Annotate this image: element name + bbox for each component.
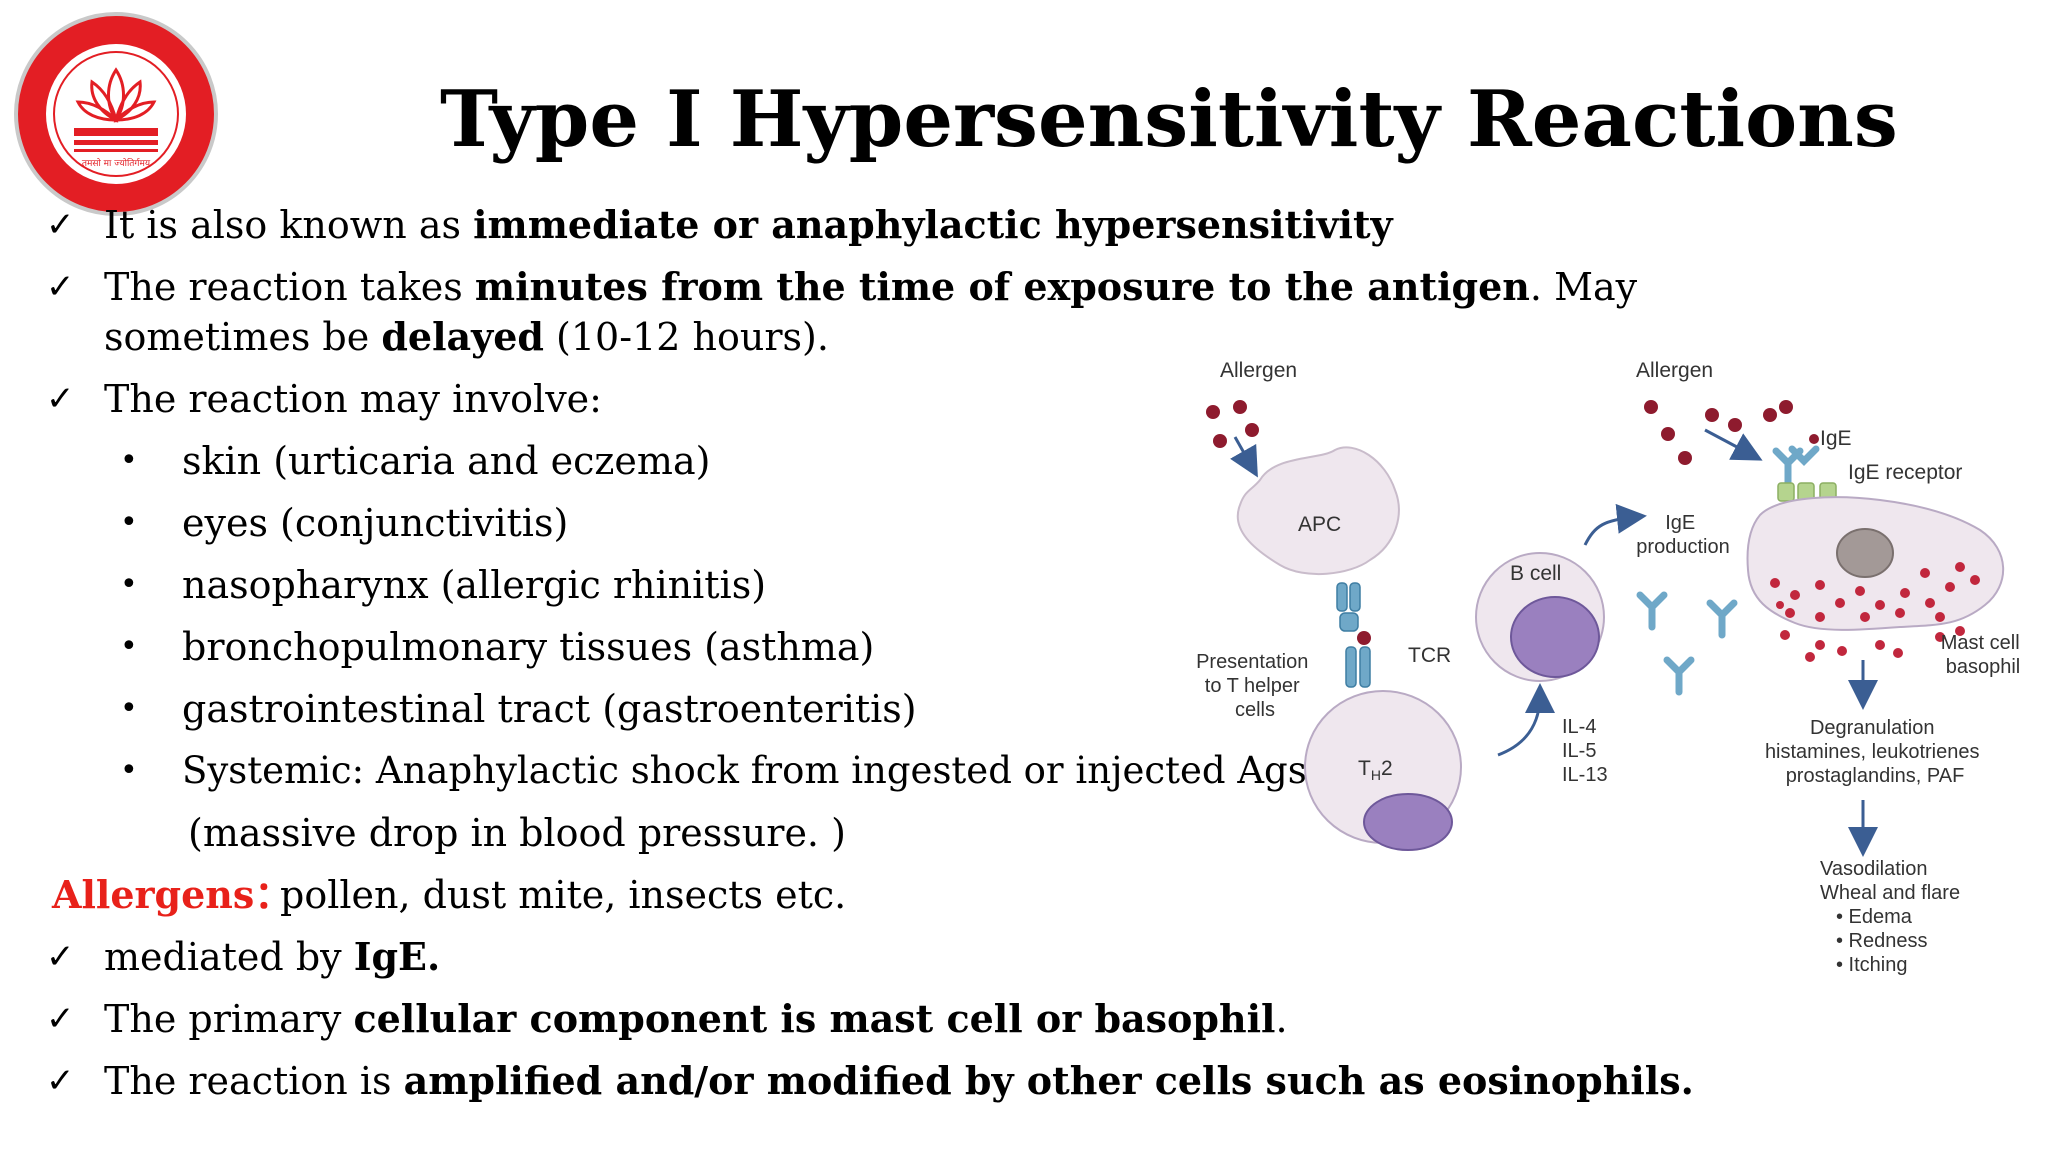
page-title: Type I Hypersensitivity Reactions — [440, 74, 1898, 165]
point-known-as: ✓ It is also known as immediate or anaph… — [0, 200, 1640, 250]
svg-text:तमसो मा ज्योतिर्गमय: तमसो मा ज्योतिर्गमय — [82, 157, 151, 169]
allergen-particles-left — [1206, 400, 1259, 448]
label-th2: TH2 — [1358, 757, 1393, 783]
check-icon: ✓ — [46, 937, 75, 977]
label-ige-production: IgE production — [1636, 512, 1729, 558]
check-icon: ✓ — [46, 267, 75, 307]
list-item: • bronchopulmonary tissues (asthma) — [120, 625, 875, 669]
label-degranulation: Degranulation histamines, leukotrienes p… — [1765, 717, 1985, 787]
label-interleukins: IL-4 IL-5 IL-13 — [1562, 716, 1608, 786]
label-ige-receptor: IgE receptor — [1848, 461, 1962, 484]
tcr-receptor — [1336, 582, 1371, 688]
check-icon: ✓ — [46, 1061, 75, 1101]
check-icon: ✓ — [46, 205, 75, 245]
point-involve: ✓ The reaction may involve: — [0, 374, 1000, 424]
allergens-line: Allergens： pollen, dust mite, insects et… — [0, 870, 1000, 920]
allergen-particles-right — [1644, 400, 1793, 465]
bound-ige — [1772, 445, 1820, 487]
point-cellular-component: ✓ The primary cellular component is mast… — [0, 994, 1500, 1044]
label-effects: Vasodilation Wheal and flare • Edema • R… — [1820, 858, 1966, 976]
list-item: • gastrointestinal tract (gastroenteriti… — [120, 687, 917, 731]
label-allergen-right: Allergen — [1636, 359, 1713, 382]
label-apc: APC — [1298, 513, 1341, 536]
label-allergen-left: Allergen — [1220, 359, 1297, 382]
allergens-text: pollen, dust mite, insects etc. — [280, 873, 847, 917]
point-mediated: ✓ mediated by IgE. — [0, 932, 1000, 982]
label-presentation: Presentation to T helper cells — [1196, 651, 1314, 721]
apc-cell — [1236, 446, 1400, 576]
list-item: • eyes (conjunctivitis) — [120, 501, 569, 545]
ige-antibodies — [1636, 591, 1738, 696]
label-b-cell: B cell — [1510, 562, 1561, 585]
university-logo: तमसो मा ज्योतिर्गमय — [12, 10, 220, 218]
check-icon: ✓ — [46, 379, 75, 419]
point-amplified: ✓ The reaction is amplified and/or modif… — [0, 1056, 1700, 1106]
hypersensitivity-diagram: Allergen APC TCR Presentation to T helpe… — [1180, 355, 2040, 990]
label-mast-cell: Mast cell basophil — [1941, 632, 2025, 678]
point-reaction-time: ✓ The reaction takes minutes from the ti… — [46, 264, 1638, 359]
list-item: • skin (urticaria and eczema) — [120, 439, 711, 483]
check-icon: ✓ — [46, 999, 75, 1039]
label-tcr: TCR — [1408, 644, 1451, 667]
list-item: • nasopharynx (allergic rhinitis) — [120, 563, 767, 607]
list-item-continuation: (massive drop in blood pressure. ) — [188, 811, 846, 855]
allergens-label: Allergens： — [52, 872, 293, 917]
list-item: • Systemic: Anaphylactic shock from inge… — [120, 749, 1307, 792]
label-ige: IgE — [1820, 427, 1852, 450]
granules — [1770, 562, 1980, 662]
